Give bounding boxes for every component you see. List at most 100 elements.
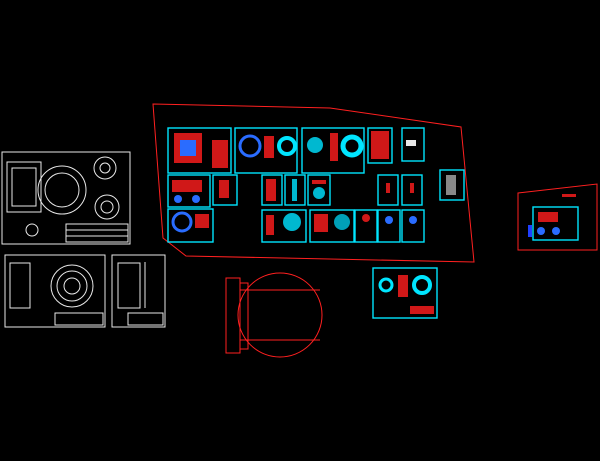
- drawing-frames-shape-23: [266, 179, 276, 201]
- right-layout-group-shape-3: [538, 212, 558, 222]
- frame-2-1: [167, 174, 211, 208]
- drawing-frames-shape-2: [180, 140, 196, 156]
- frame-2-2: [212, 174, 238, 206]
- drawing-frames-shape-10: [330, 133, 338, 161]
- frame-1-4: [367, 127, 393, 164]
- right-layout-group-shape-1: [562, 194, 576, 197]
- drawing-frames-shape-9: [307, 137, 323, 153]
- frame-3-4: [354, 209, 378, 243]
- drawing-frames-shape-6: [264, 136, 274, 158]
- sheet-left-bottom-1-shape-0: [4, 254, 106, 328]
- drawing-frames-shape-45: [362, 214, 370, 222]
- frame-3-3: [309, 209, 355, 243]
- right-layout-group-shape-0: [517, 183, 598, 251]
- drawing-frames-shape-20: [212, 174, 238, 206]
- drawing-frames-shape-40: [283, 213, 301, 231]
- drawing-frames-shape-15: [406, 140, 416, 146]
- drawing-frames-shape-17: [172, 180, 202, 192]
- frame-3-2: [261, 209, 307, 243]
- drawing-frames-shape-32: [410, 183, 414, 193]
- right-layout-group-shape-5: [552, 227, 560, 235]
- sheet-left-top-shape-5: [93, 156, 117, 180]
- drawing-frames-shape-46: [377, 209, 401, 243]
- drawing-frames-shape-42: [314, 214, 328, 232]
- drawing-frames-shape-43: [334, 214, 350, 230]
- drawing-frames-shape-35: [167, 208, 214, 243]
- drawing-frames-shape-39: [266, 215, 274, 235]
- sheet-left-top-shape-0: [1, 151, 131, 245]
- sheet-left-bottom-1-shape-3: [56, 270, 88, 302]
- sheet-left-bottom-2-shape-3: [127, 312, 164, 326]
- frame-bottom[interactable]: [372, 267, 438, 319]
- tank-outline-drawing-shape-0: [237, 272, 323, 358]
- drawing-frames[interactable]: [167, 127, 465, 243]
- drawing-frames-shape-8: [301, 127, 365, 174]
- right-layout-group-shape-2: [532, 206, 579, 241]
- frame-2-6: [377, 174, 399, 206]
- drawing-frames-shape-5: [238, 134, 262, 158]
- drawing-frames-shape-24: [284, 174, 306, 206]
- tank-outline-drawing[interactable]: [225, 272, 323, 358]
- drawing-frames-shape-4: [234, 127, 298, 174]
- sheet-left-bottom-2-shape-0: [111, 254, 166, 328]
- frame-1-2: [234, 127, 298, 174]
- frame-bottom-shape-1: [378, 277, 394, 293]
- drawing-frames-shape-26: [307, 174, 331, 206]
- drawing-frames-shape-7: [277, 136, 297, 156]
- right-layout-group-shape-4: [537, 227, 545, 235]
- frame-2-3: [261, 174, 283, 206]
- sheet-left-top-shape-4: [44, 172, 80, 208]
- frame-3-5: [377, 209, 401, 243]
- frame-3-6: [401, 209, 425, 243]
- drawing-frames-shape-36: [171, 211, 193, 233]
- drawing-frames-shape-34: [446, 175, 456, 195]
- drawing-frames-shape-48: [401, 209, 425, 243]
- sheet-left-bottom-1-shape-1: [9, 262, 31, 309]
- frame-bottom-shape-4: [410, 306, 434, 314]
- sheet-left-top-shape-9: [25, 223, 39, 237]
- frame-1-1: [167, 127, 232, 174]
- drawing-frames-shape-18: [174, 195, 182, 203]
- drawing-frames-shape-31: [401, 174, 423, 206]
- sheet-left-bottom-1[interactable]: [4, 254, 106, 328]
- frame-bottom-shape-0: [372, 267, 438, 319]
- sheet-left-top-shape-6: [99, 162, 111, 174]
- frame-1-3: [301, 127, 365, 174]
- sheet-left-bottom-1-shape-2: [50, 264, 94, 308]
- sheet-left-top-shape-10: [65, 223, 129, 243]
- drawing-frames-shape-3: [212, 140, 228, 168]
- drawing-frames-shape-44: [354, 209, 378, 243]
- tank-outline-drawing-shape-2: [239, 282, 249, 350]
- frame-2-8: [439, 169, 465, 201]
- frame-3-1: [167, 208, 214, 243]
- sheet-left-bottom-2[interactable]: [111, 254, 166, 328]
- drawing-frames-shape-30: [386, 183, 390, 193]
- right-layout-group[interactable]: [517, 183, 598, 251]
- drawing-frames-shape-0: [167, 127, 232, 174]
- drawing-frames-shape-16: [167, 174, 211, 208]
- drawing-frames-shape-27: [313, 187, 325, 199]
- sheet-left-bottom-2-shape-1: [117, 262, 141, 309]
- sheet-left-bottom-1-shape-5: [54, 312, 104, 326]
- sheet-left-top[interactable]: [1, 151, 131, 245]
- sheet-left-top-shape-3: [37, 165, 87, 215]
- drawing-frames-shape-29: [377, 174, 399, 206]
- frame-2-5: [307, 174, 331, 206]
- drawing-frames-shape-28: [312, 180, 326, 184]
- sheet-left-top-shape-8: [100, 200, 114, 214]
- drawing-frames-shape-12: [367, 127, 393, 164]
- drawing-frames-shape-19: [192, 195, 200, 203]
- sheet-left-top-shape-7: [94, 194, 120, 220]
- main-layout-boundary: [152, 103, 475, 263]
- drawing-frames-shape-22: [261, 174, 283, 206]
- frame-2-4: [284, 174, 306, 206]
- sheet-left-top-shape-2: [11, 167, 37, 207]
- frame-bottom-shape-2: [398, 275, 408, 297]
- drawing-frames-shape-49: [409, 216, 417, 224]
- drawing-frames-shape-21: [219, 180, 229, 198]
- frame-1-5: [401, 127, 425, 162]
- frame-2-7: [401, 174, 423, 206]
- drawing-frames-shape-25: [292, 179, 297, 201]
